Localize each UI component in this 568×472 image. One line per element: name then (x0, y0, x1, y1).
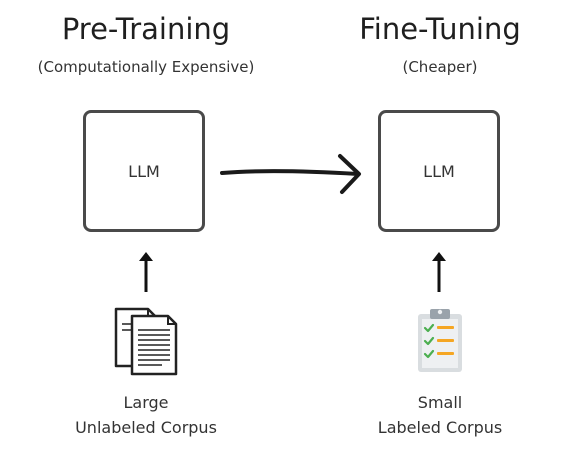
pretraining-to-finetuning-arrow (220, 154, 361, 194)
finetuning-subtitle: (Cheaper) (402, 58, 478, 76)
finetuning-llm-label: LLM (423, 161, 455, 181)
pretraining-corpus-line1: Large (123, 393, 169, 412)
pretraining-title: Pre-Training (61, 12, 231, 46)
finetuning-llm-box: LLM (378, 110, 500, 232)
pretraining-corpus-caption: Large Unlabeled Corpus (46, 390, 246, 440)
pretraining-corpus-line2: Unlabeled Corpus (75, 418, 217, 437)
documents-icon (114, 307, 178, 376)
clipboard-checklist-icon (418, 309, 462, 372)
finetuning-title: Fine-Tuning (359, 12, 521, 46)
pretraining-llm-box: LLM (83, 110, 205, 232)
finetuning-up-arrow (432, 252, 446, 292)
finetuning-corpus-line1: Small (417, 393, 463, 412)
finetuning-corpus-caption: Small Labeled Corpus (340, 390, 540, 440)
finetuning-corpus-line2: Labeled Corpus (377, 418, 503, 437)
pretraining-llm-label: LLM (128, 161, 160, 181)
pretraining-subtitle: (Computationally Expensive) (37, 58, 255, 76)
pretraining-up-arrow (139, 252, 153, 292)
